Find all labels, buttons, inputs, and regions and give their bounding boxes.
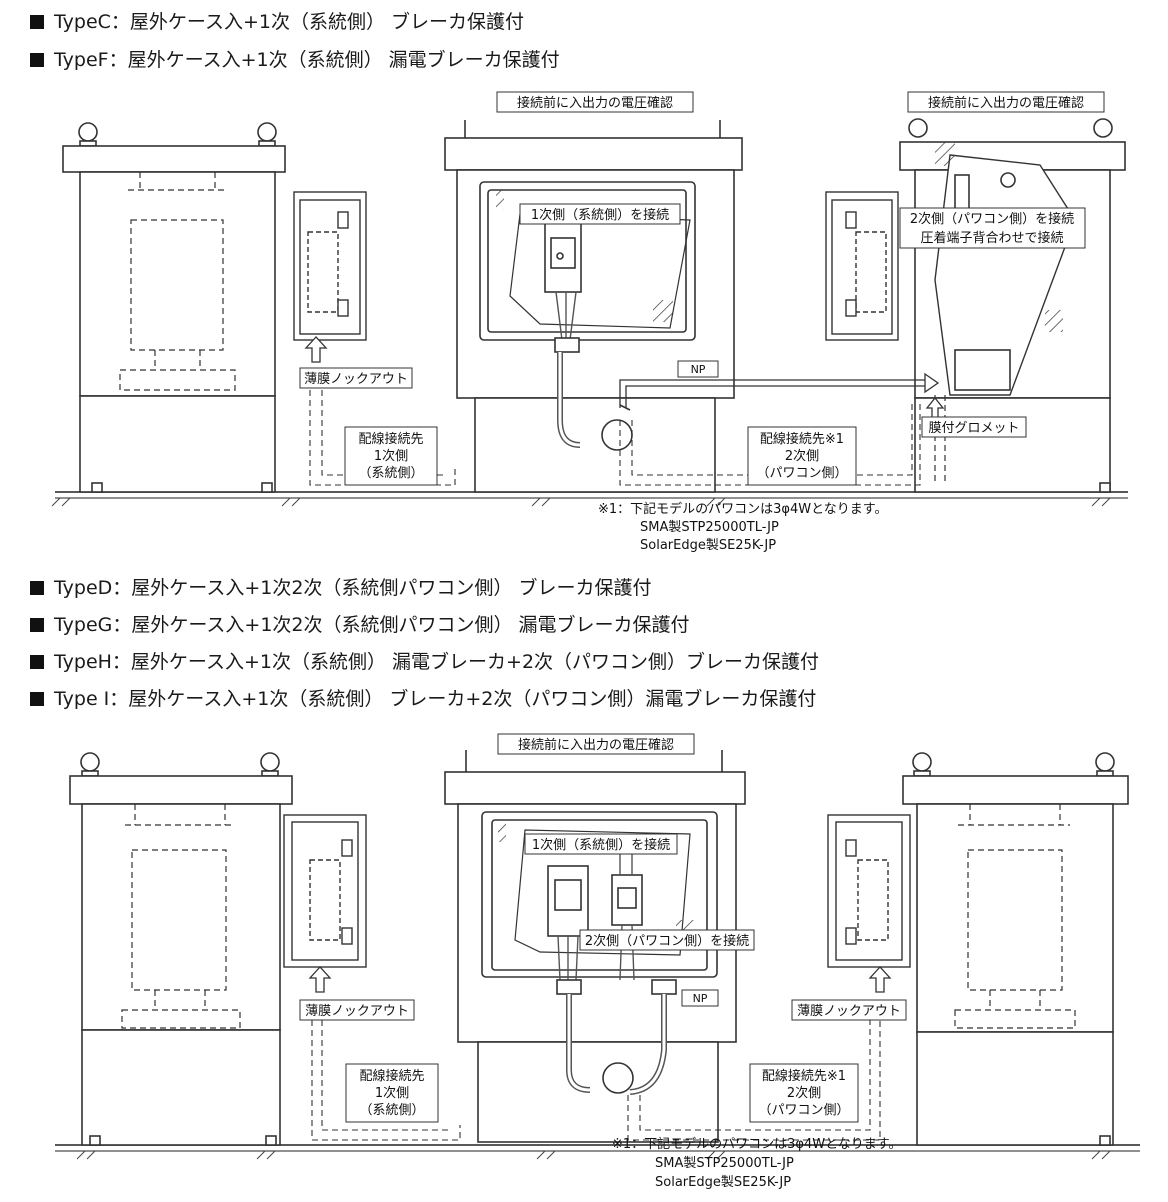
svg-text:※1：下記モデルのパワコンは3φ4Wとなります。: ※1：下記モデルのパワコンは3φ4Wとなります。 <box>612 1136 901 1152</box>
svg-text:接続前に入出力の電圧確認: 接続前に入出力の電圧確認 <box>518 737 674 753</box>
svg-text:2次側: 2次側 <box>787 1085 821 1101</box>
svg-text:薄膜ノックアウト: 薄膜ノックアウト <box>305 1004 409 1019</box>
svg-text:接続前に入出力の電圧確認: 接続前に入出力の電圧確認 <box>928 95 1084 111</box>
svg-text:薄膜ノックアウト: 薄膜ノックアウト <box>797 1004 901 1019</box>
primary-connect-label: 1次側（系統側）を接続 <box>519 203 681 225</box>
left-transformer-case <box>62 122 286 493</box>
right-transformer-case <box>902 752 1129 1146</box>
wiring-route-right <box>627 1020 881 1141</box>
voltage-check-label: 接続前に入出力の電圧確認 <box>497 733 695 755</box>
heading-type-d: TypeD：屋外ケース入+1次2次（系統側パワコン側） ブレーカ保護付 <box>30 576 651 600</box>
svg-text:1次側（系統側）を接続: 1次側（系統側）を接続 <box>531 207 669 223</box>
np-label: NP <box>677 360 719 378</box>
center-breaker-case <box>444 120 743 493</box>
svg-text:SMA製STP25000TL-JP: SMA製STP25000TL-JP <box>655 1156 794 1171</box>
hatch-mark <box>1045 310 1063 332</box>
svg-text:※1：下記モデルのパワコンは3φ4Wとなります。: ※1：下記モデルのパワコンは3φ4Wとなります。 <box>598 501 887 517</box>
ground-line <box>55 1144 1140 1160</box>
svg-text:2次側: 2次側 <box>785 448 819 464</box>
secondary-connect-label: 2次側（パワコン側）を接続 圧着端子背合わせで接続 <box>899 207 1086 249</box>
knockout-label-left: 薄膜ノックアウト <box>299 999 415 1021</box>
wiring-route-left <box>309 380 456 486</box>
np-label: NP <box>681 989 719 1007</box>
voltage-check-label-center: 接続前に入出力の電圧確認 <box>496 91 694 113</box>
svg-text:NP: NP <box>693 992 708 1005</box>
top-installation-diagram: 接続前に入出力の電圧確認 接続前に入出力の電圧確認 1次側（系統側）を接続 2次… <box>51 91 1128 553</box>
knockout-label: 薄膜ノックアウト <box>299 367 413 389</box>
left-terminal-box <box>283 814 367 968</box>
svg-text:（系統側）: （系統側） <box>359 1103 424 1118</box>
svg-text:膜付グロメット: 膜付グロメット <box>928 421 1019 436</box>
square-bullet-icon <box>30 655 44 669</box>
hatch-mark <box>498 822 506 842</box>
wiring-route-left <box>311 1020 461 1141</box>
footnote: ※1：下記モデルのパワコンは3φ4Wとなります。 SMA製STP25000TL-… <box>612 1136 901 1190</box>
square-bullet-icon <box>30 692 44 706</box>
svg-text:配線接続先: 配線接続先 <box>359 1068 424 1084</box>
hatch-mark <box>653 300 673 322</box>
wiring-primary-label: 配線接続先 1次側 （系統側） <box>345 1063 439 1123</box>
right-terminal-box <box>827 814 911 968</box>
svg-text:薄膜ノックアウト: 薄膜ノックアウト <box>304 372 408 387</box>
svg-text:（系統側）: （系統側） <box>358 466 423 481</box>
heading-type-i: Type I：屋外ケース入+1次（系統側） ブレーカ+2次（パワコン側）漏電ブレ… <box>30 687 816 711</box>
square-bullet-icon <box>30 618 44 632</box>
svg-text:接続前に入出力の電圧確認: 接続前に入出力の電圧確認 <box>517 95 673 111</box>
heading-type-c: TypeC：屋外ケース入+1次（系統側） ブレーカ保護付 <box>30 10 524 34</box>
primary-connect-label: 1次側（系統側）を接続 <box>524 833 678 855</box>
svg-text:SolarEdge製SE25K-JP: SolarEdge製SE25K-JP <box>655 1175 791 1190</box>
svg-text:1次側: 1次側 <box>374 448 408 464</box>
svg-text:配線接続先※1: 配線接続先※1 <box>762 1068 846 1084</box>
hatch-mark <box>935 142 955 166</box>
svg-text:NP: NP <box>691 363 706 376</box>
np-arrow <box>619 372 940 408</box>
square-bullet-icon <box>30 53 44 67</box>
right-terminal-box <box>825 191 899 341</box>
svg-text:配線接続先※1: 配線接続先※1 <box>760 431 844 447</box>
svg-text:SolarEdge製SE25K-JP: SolarEdge製SE25K-JP <box>640 538 776 553</box>
wiring-secondary-label: 配線接続先※1 2次側 （パワコン側） <box>747 426 857 486</box>
heading-type-g: TypeG：屋外ケース入+1次2次（系統側パワコン側） 漏電ブレーカ保護付 <box>30 613 690 637</box>
knockout-arrow-left <box>308 966 332 993</box>
hatch-mark <box>496 190 504 210</box>
svg-text:SMA製STP25000TL-JP: SMA製STP25000TL-JP <box>640 520 779 535</box>
svg-text:圧着端子背合わせで接続: 圧着端子背合わせで接続 <box>920 230 1063 246</box>
ground-line <box>51 491 1128 507</box>
knockout-arrow-right <box>868 966 892 993</box>
svg-text:（パワコン側）: （パワコン側） <box>758 1103 849 1118</box>
left-terminal-box <box>293 191 367 341</box>
heading-type-f: TypeF：屋外ケース入+1次（系統側） 漏電ブレーカ保護付 <box>30 48 560 72</box>
knockout-label-right: 薄膜ノックアウト <box>791 999 907 1021</box>
left-transformer-case <box>69 752 293 1146</box>
square-bullet-icon <box>30 15 44 29</box>
square-bullet-icon <box>30 581 44 595</box>
wiring-secondary-label: 配線接続先※1 2次側 （パワコン側） <box>749 1063 859 1123</box>
grommet-label: 膜付グロメット <box>921 416 1027 438</box>
voltage-check-label-right: 接続前に入出力の電圧確認 <box>907 91 1105 113</box>
svg-text:2次側（パワコン側）を接続: 2次側（パワコン側）を接続 <box>910 211 1074 227</box>
bottom-installation-diagram: 接続前に入出力の電圧確認 1次側（系統側）を接続 2次側（パワコン側）を接続 N… <box>55 733 1140 1190</box>
secondary-connect-label: 2次側（パワコン側）を接続 <box>579 929 755 951</box>
footnote: ※1：下記モデルのパワコンは3φ4Wとなります。 SMA製STP25000TL-… <box>598 501 887 553</box>
svg-text:2次側（パワコン側）を接続: 2次側（パワコン側）を接続 <box>585 933 749 949</box>
svg-text:1次側（系統側）を接続: 1次側（系統側）を接続 <box>532 837 670 853</box>
svg-text:（パワコン側）: （パワコン側） <box>756 466 847 481</box>
heading-type-h: TypeH：屋外ケース入+1次（系統側） 漏電ブレーカ+2次（パワコン側）ブレー… <box>30 650 819 674</box>
svg-text:配線接続先: 配線接続先 <box>358 431 423 447</box>
svg-text:1次側: 1次側 <box>375 1085 409 1101</box>
wiring-primary-label: 配線接続先 1次側 （系統側） <box>344 426 438 486</box>
knockout-arrow <box>304 336 328 363</box>
